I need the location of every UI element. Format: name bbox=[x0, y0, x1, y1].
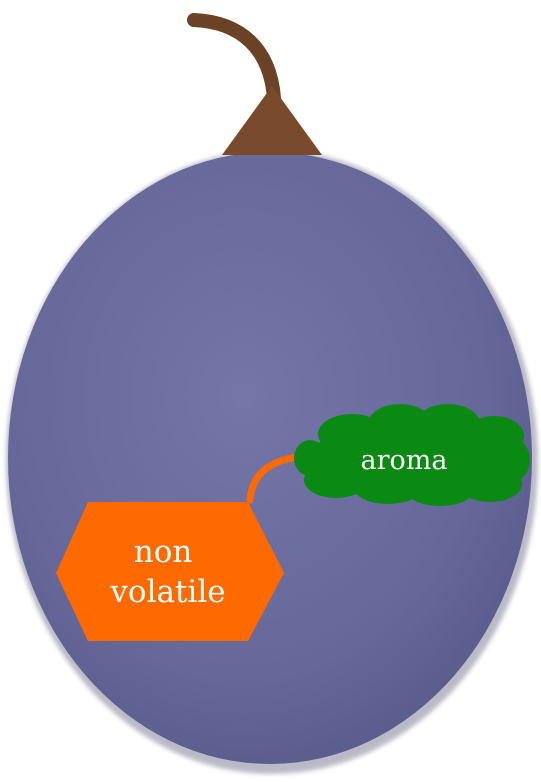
nonvolatile-label-line-2: volatile bbox=[109, 574, 225, 610]
berry-stem bbox=[187, 13, 281, 105]
nonvolatile-label-line-1: non bbox=[134, 534, 193, 570]
berry-calyx bbox=[222, 86, 322, 155]
aroma-cloud: aroma bbox=[294, 404, 530, 506]
connector-line bbox=[246, 452, 308, 504]
aroma-label: aroma bbox=[361, 445, 448, 476]
nonvolatile-hexagon: non volatile bbox=[56, 502, 284, 641]
nonvolatile-label: non volatile bbox=[109, 534, 225, 610]
